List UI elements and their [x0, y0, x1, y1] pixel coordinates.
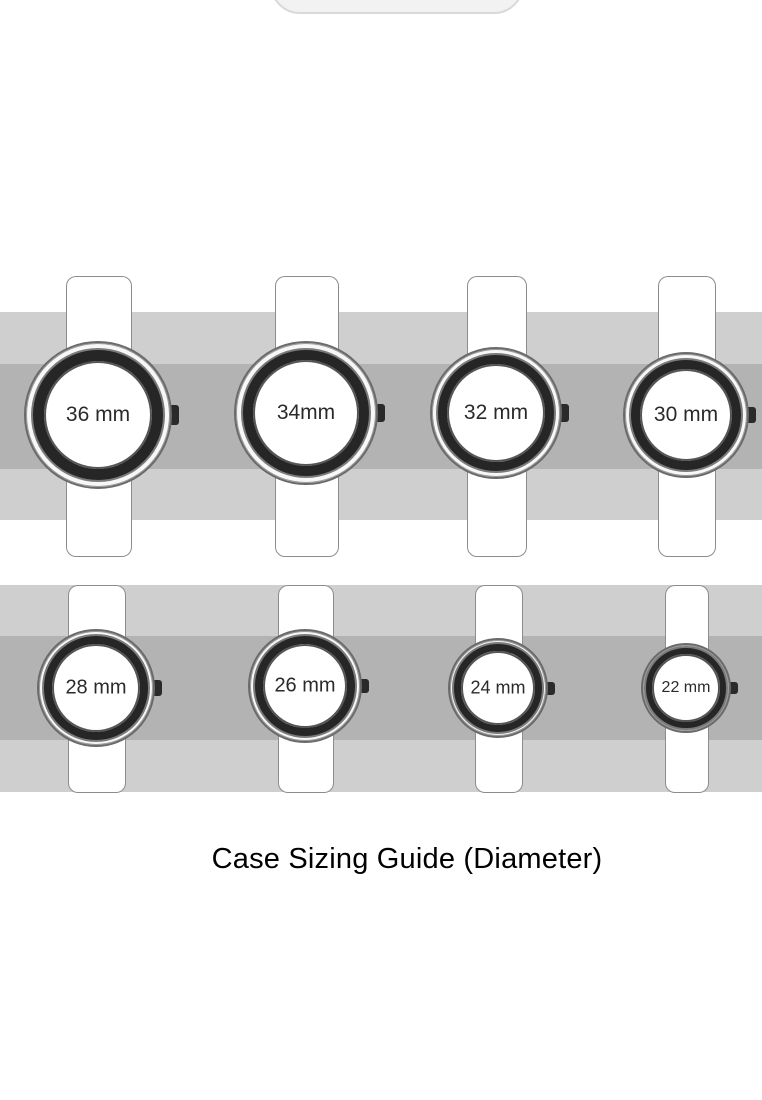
watch-size-label: 34mm [276, 401, 336, 424]
watch-bezel [254, 635, 356, 737]
watch-crown-icon [375, 403, 385, 423]
watch-size-label: 24 mm [470, 677, 526, 698]
watch-size-label: 28 mm [65, 676, 127, 699]
watch-bezel [646, 648, 726, 728]
watch-crown-icon [746, 406, 756, 424]
watch-size-label: 32 mm [463, 401, 529, 424]
watch-bezel [630, 359, 742, 471]
band-row2-lower [0, 740, 762, 792]
watch-crown-icon [545, 681, 555, 695]
watch-bezel [44, 636, 148, 740]
band-row2-upper [0, 585, 762, 636]
watch-size-label: 30 mm [653, 403, 719, 426]
watch-size-label: 26 mm [274, 674, 336, 697]
caption: Case Sizing Guide (Diameter) [211, 843, 603, 875]
watch-crown-icon [728, 682, 738, 694]
watch-bezel [32, 349, 164, 481]
watch-crown-icon [152, 680, 162, 696]
watch-bezel [454, 644, 542, 732]
watch-size-label: 22 mm [661, 679, 711, 696]
watch-crown-icon [359, 678, 369, 694]
watch-bezel [437, 354, 555, 472]
watch-size-label: 36 mm [65, 403, 131, 426]
watch-crown-icon [169, 405, 179, 425]
watch-crown-icon [559, 404, 569, 422]
watch-bezel [242, 349, 370, 477]
